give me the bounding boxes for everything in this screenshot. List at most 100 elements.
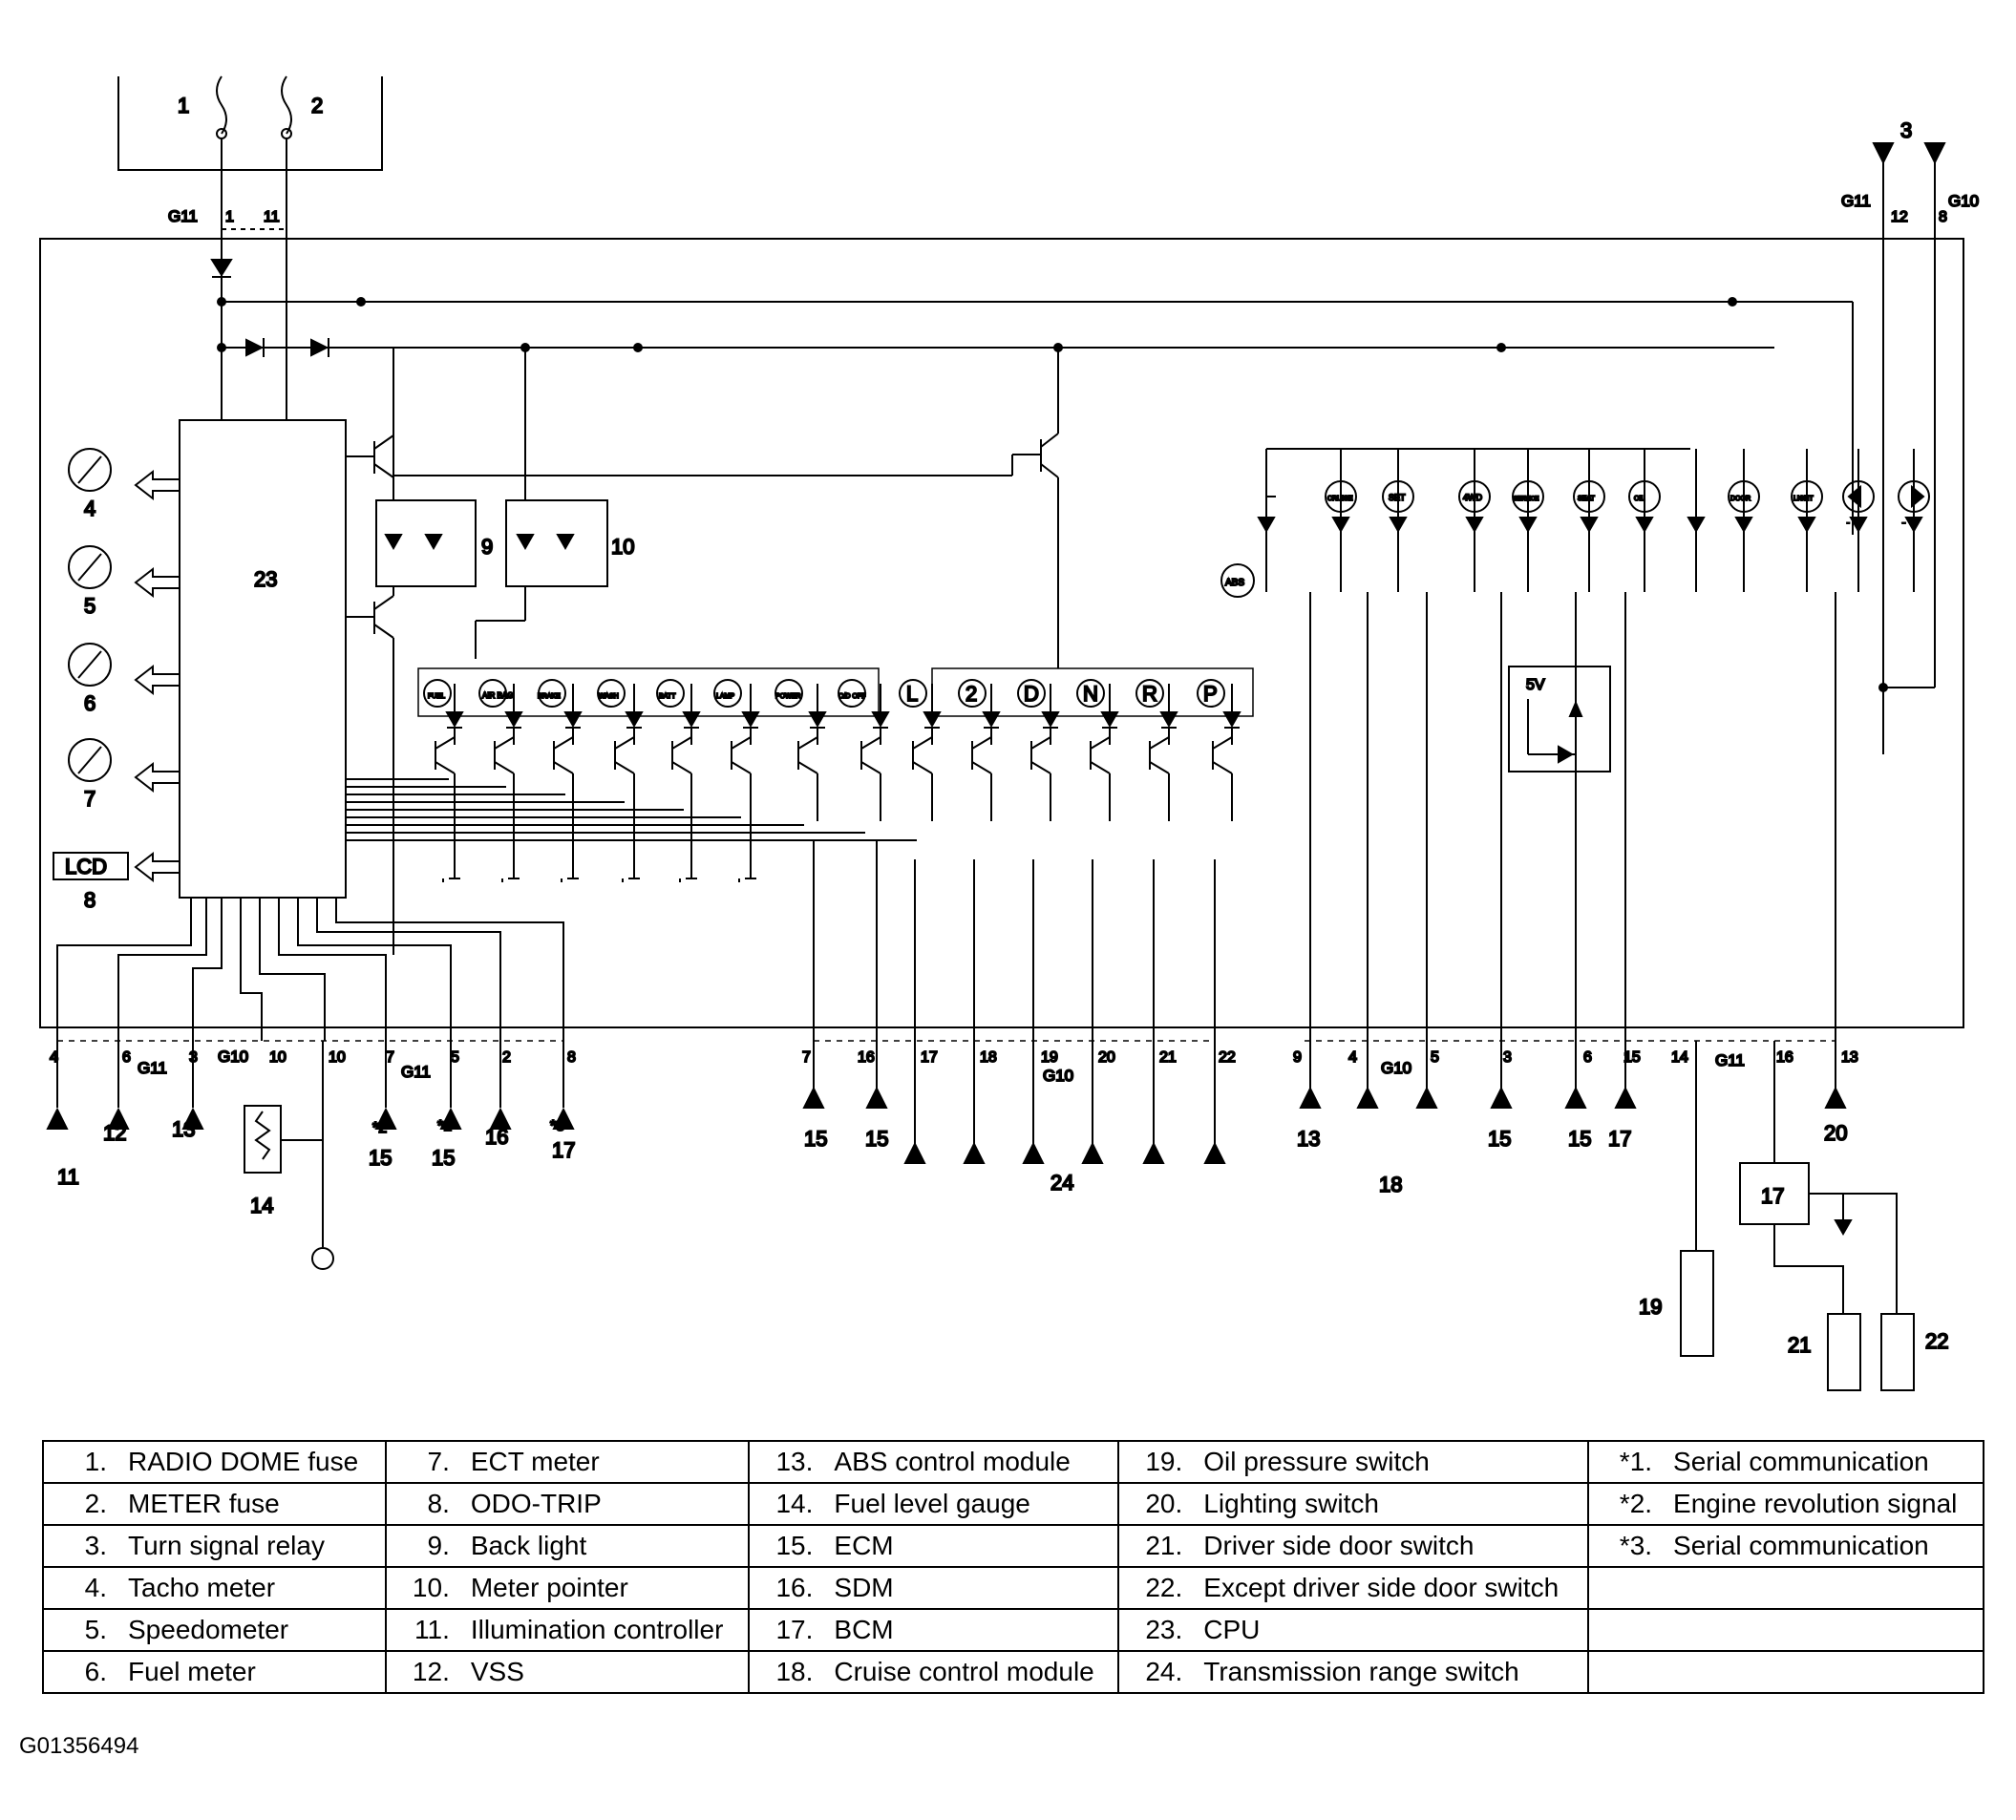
pin-l-5: 5 bbox=[451, 1049, 459, 1066]
legend-cell: 23. CPU bbox=[1117, 1608, 1590, 1652]
legend-cell: 12. VSS bbox=[384, 1650, 751, 1694]
fuse1-label: 1 bbox=[178, 94, 189, 117]
label-11: 11 bbox=[57, 1165, 79, 1189]
pin-l-2: 2 bbox=[502, 1049, 511, 1066]
bottom-pins-mid: 7 16 17 18 19 20 21 22 G10 bbox=[801, 1048, 1237, 1086]
legend-number: 10. bbox=[412, 1573, 450, 1602]
legend-cell: 17.BCM bbox=[748, 1608, 1120, 1652]
brake-lamp-icon bbox=[538, 679, 566, 708]
legend-number: 12. bbox=[412, 1657, 450, 1686]
pin-m-7: 7 bbox=[802, 1049, 811, 1066]
gear-d-icon bbox=[1017, 679, 1046, 708]
meter-6-label: 6 bbox=[84, 691, 95, 715]
pin-m-22: 22 bbox=[1219, 1049, 1236, 1066]
pin-m-21: 21 bbox=[1159, 1049, 1177, 1066]
legend-number: 19. bbox=[1145, 1447, 1183, 1476]
pointer-label: 10 bbox=[611, 535, 634, 559]
pin-r-5: 5 bbox=[1431, 1049, 1439, 1066]
driver-door-switch bbox=[1827, 1313, 1861, 1391]
washer-lamp-text: WASH bbox=[599, 693, 619, 700]
5v-label: 5V bbox=[1526, 677, 1545, 693]
legend-number: 11. bbox=[414, 1615, 450, 1644]
backlight-box bbox=[375, 499, 477, 587]
pin-m-17: 17 bbox=[921, 1049, 938, 1066]
driver-door-label: 21 bbox=[1788, 1333, 1811, 1357]
legend-number: 13. bbox=[775, 1447, 814, 1476]
legend-text: Tacho meter bbox=[128, 1573, 276, 1602]
label-15-b: 15 bbox=[432, 1146, 455, 1170]
gear-r-icon bbox=[1135, 679, 1164, 708]
legend-text: Engine revolution signal bbox=[1673, 1489, 1958, 1518]
legend-number: 20. bbox=[1145, 1489, 1183, 1518]
od-off-lamp-icon bbox=[838, 679, 866, 708]
legend-number: 6. bbox=[84, 1657, 107, 1686]
legend-cell: 21.Driver side door switch bbox=[1117, 1524, 1590, 1568]
legend-text: ODO-TRIP bbox=[470, 1489, 602, 1518]
oil-pressure-switch bbox=[1680, 1250, 1714, 1357]
legend-cell bbox=[1587, 1608, 1984, 1652]
legend-cell: 16. SDM bbox=[748, 1566, 1120, 1610]
legend-cell: 1.RADIO DOME fuse bbox=[42, 1440, 387, 1484]
abs-lamp-text: ABS bbox=[1225, 578, 1244, 588]
legend-number: 23. bbox=[1145, 1615, 1183, 1644]
light-lamp-text: LIGHT bbox=[1793, 496, 1814, 502]
4wd-lamp-text: 4WD bbox=[1463, 493, 1483, 502]
label-14: 14 bbox=[250, 1194, 273, 1217]
gear-p-icon bbox=[1197, 679, 1225, 708]
fuel-lamp-icon bbox=[423, 679, 452, 708]
fuse-1 bbox=[216, 75, 227, 135]
label-20: 20 bbox=[1824, 1121, 1847, 1145]
label-15-f: 15 bbox=[1568, 1127, 1591, 1151]
legend-text: VSS bbox=[470, 1657, 524, 1686]
legend-text: CPU bbox=[1203, 1615, 1261, 1644]
bottom-labels-mid: 15 15 24 bbox=[803, 1126, 1074, 1196]
legend-number: 16. bbox=[775, 1573, 814, 1602]
legend-cell: 22.Except driver side door switch bbox=[1117, 1566, 1590, 1610]
ground-icon bbox=[311, 1247, 334, 1270]
cpu-driver-bus bbox=[346, 778, 917, 841]
star-3: *3 bbox=[550, 1118, 564, 1134]
gear-r-text: R bbox=[1142, 682, 1157, 706]
legend-number: 22. bbox=[1145, 1573, 1183, 1602]
speedometer-icon bbox=[68, 545, 112, 589]
brake-lamp-text: BRAKE bbox=[538, 693, 561, 700]
pin-m-19: 19 bbox=[1041, 1049, 1058, 1066]
figure-code: G01356494 bbox=[19, 1733, 139, 1759]
meter-7-label: 7 bbox=[84, 787, 95, 811]
meter-5-label: 5 bbox=[84, 594, 95, 618]
g11-bottom-left2: G11 bbox=[401, 1063, 431, 1081]
legend-number: 9. bbox=[427, 1531, 450, 1560]
label-13-left: 13 bbox=[172, 1117, 195, 1141]
legend-cell: 3.Turn signal relay bbox=[42, 1524, 387, 1568]
right-turn-text: RIGHT bbox=[1902, 522, 1906, 524]
legend-cell: 15.ECM bbox=[748, 1524, 1120, 1568]
lcd-label: LCD bbox=[65, 855, 107, 878]
legend-cell: 8.ODO-TRIP bbox=[384, 1482, 751, 1526]
pin-l-10b: 10 bbox=[329, 1049, 346, 1066]
battery-lamp-text: BATT bbox=[659, 693, 676, 700]
legend-cell bbox=[1587, 1650, 1984, 1694]
relay-label: 3 bbox=[1900, 118, 1912, 142]
backlight-label: 9 bbox=[481, 535, 493, 559]
g11-bottom-right: G11 bbox=[1715, 1051, 1745, 1069]
legend-text: ABS control module bbox=[834, 1447, 1071, 1476]
label-17-left: 17 bbox=[552, 1138, 575, 1162]
pin-l-4: 4 bbox=[50, 1049, 58, 1066]
g11-top-right: G11 bbox=[1841, 192, 1871, 210]
g10-bottom-right: G10 bbox=[1381, 1059, 1411, 1077]
od-off-lamp-text: O/D OFF bbox=[838, 693, 865, 700]
legend-text: Fuel level gauge bbox=[834, 1489, 1030, 1518]
legend-number: 3. bbox=[84, 1531, 107, 1560]
label-16: 16 bbox=[485, 1125, 508, 1149]
pointer-box bbox=[505, 499, 608, 587]
gear-p-text: P bbox=[1203, 682, 1218, 706]
gear-n-text: N bbox=[1083, 682, 1098, 706]
relay-input-right bbox=[1923, 142, 1946, 165]
legend-text: SDM bbox=[834, 1573, 894, 1602]
legend-text: METER fuse bbox=[128, 1489, 280, 1518]
legend-number: 5. bbox=[84, 1615, 107, 1644]
